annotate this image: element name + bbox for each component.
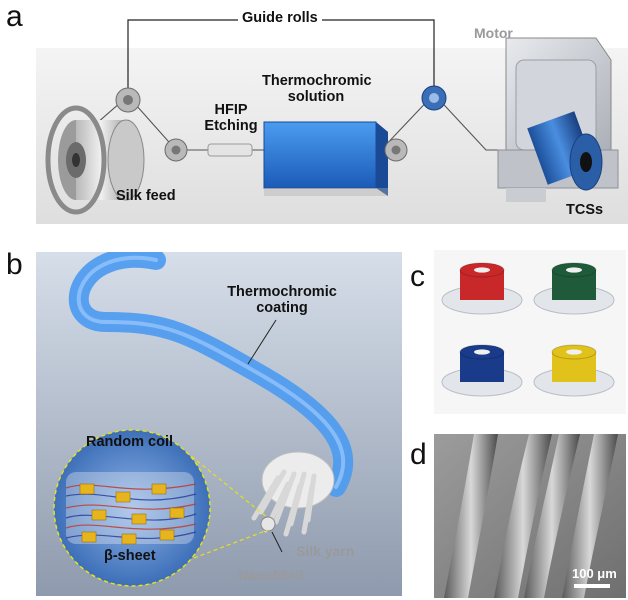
label-hfip-etching: HFIP Etching — [204, 102, 258, 135]
scale-bar-label: 100 μm — [572, 566, 617, 581]
label-nanofibril: Nanofibril — [238, 567, 304, 583]
nanofibril-marker — [260, 516, 276, 532]
panel-letter-a: a — [6, 0, 23, 33]
thread-spool — [533, 344, 615, 397]
thread-spool — [533, 262, 615, 315]
label-beta-sheet: β-sheet — [104, 548, 156, 564]
label-random-coil: Random coil — [86, 434, 174, 450]
panel-c-photo — [434, 250, 626, 414]
label-silk-feed: Silk feed — [116, 188, 176, 204]
silk-feed-spool — [45, 105, 145, 215]
guide-roll-2 — [164, 138, 188, 162]
label-guide-rolls: Guide rolls — [238, 10, 322, 27]
panel-d-sem-image — [434, 434, 626, 598]
label-thermochromic-solution: Thermochromic solution — [262, 73, 372, 106]
guide-roll-1 — [115, 87, 141, 113]
thread-spool — [441, 262, 523, 315]
guide-roll-3 — [384, 138, 408, 162]
label-silk-yarn: Silk yarn — [296, 543, 355, 559]
label-motor: Motor — [474, 25, 513, 41]
guide-roll-4 — [421, 85, 447, 111]
hfip-etching-tube — [207, 143, 253, 157]
label-thermochromic-coating: Thermochromic coating — [227, 284, 337, 317]
molecular-structure — [65, 472, 197, 545]
panel-letter-d: d — [410, 438, 427, 471]
panel-b-illustration — [36, 252, 402, 596]
yarn-cross-section — [261, 451, 335, 509]
sem-fibers — [444, 434, 618, 598]
thread-spool — [441, 344, 523, 397]
scale-bar — [574, 584, 610, 588]
label-tcss: TCSs — [566, 202, 604, 218]
panel-letter-c: c — [410, 260, 425, 293]
panel-a-illustration — [36, 19, 628, 224]
thermochromic-tank — [263, 121, 388, 196]
tcs-blue-spool — [527, 111, 603, 191]
panel-letter-b: b — [6, 248, 23, 281]
